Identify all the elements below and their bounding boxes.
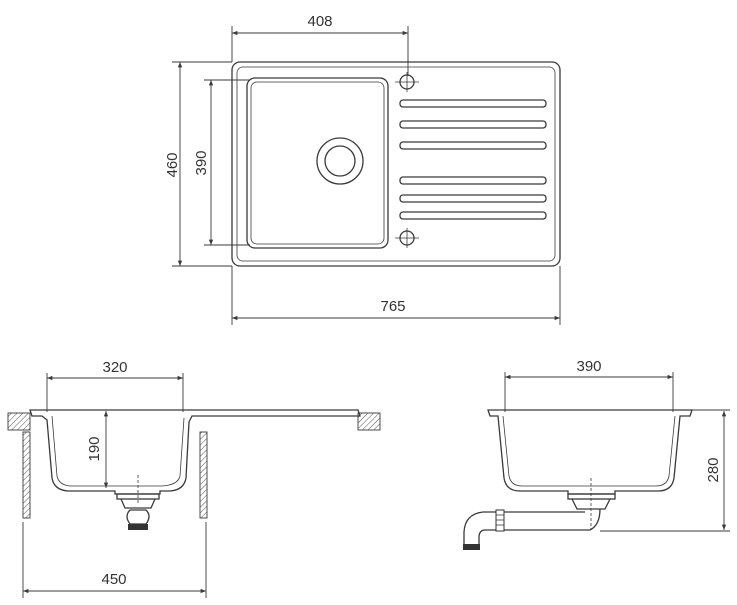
dimension-label: 280 [705, 457, 722, 482]
tap-hole-icon [395, 72, 419, 92]
dimension-label: 190 [86, 436, 103, 461]
cabinet-wall-left [22, 431, 31, 519]
top-view: 408 460 390 765 [164, 13, 561, 325]
drain-icon [316, 137, 364, 185]
dimension-label: 408 [307, 13, 332, 30]
sink-profile [29, 409, 361, 495]
bowl-outline [246, 77, 389, 249]
dimension-label: 390 [576, 358, 601, 375]
dimension-label: 320 [102, 359, 127, 376]
dimension-label: 390 [193, 150, 210, 175]
dimension-label: 460 [164, 152, 181, 177]
overflow-hole-icon [395, 228, 419, 248]
waste-pipe-icon [463, 478, 616, 550]
dimension-label: 450 [101, 571, 126, 588]
side-view: 390 280 [463, 358, 730, 550]
sink-outline [231, 61, 561, 267]
drain-trap-icon [116, 475, 160, 530]
sink-side-profile [487, 409, 693, 495]
countertop-left [7, 412, 31, 431]
countertop-right [357, 412, 381, 431]
drainer-ribs [399, 99, 547, 220]
dimension-label: 765 [380, 298, 405, 315]
front-view: 320 190 450 [7, 359, 381, 598]
cabinet-wall-right [199, 431, 208, 519]
